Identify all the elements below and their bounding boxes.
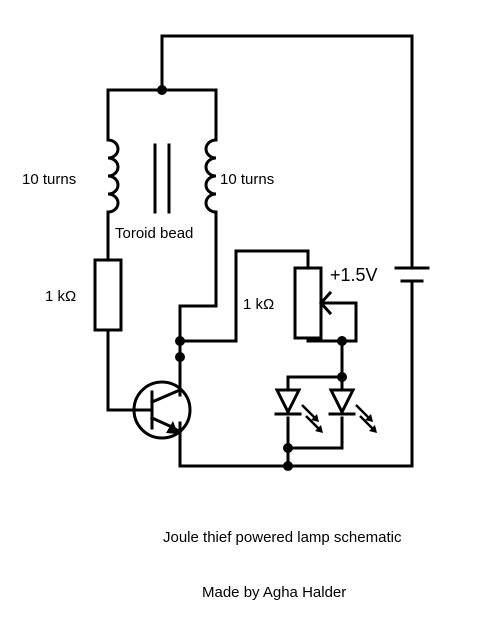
wire-wiper-loop (328, 301, 358, 343)
core-label: Toroid bead (115, 225, 193, 242)
pot-wiper-arrow (318, 290, 333, 316)
npn-transistor (132, 379, 192, 440)
base-resistor-label: 1 kΩ (45, 288, 76, 305)
right-coil (204, 138, 218, 214)
wire-top-to-battery (160, 34, 414, 468)
left-coil (96, 138, 120, 214)
base-resistor (93, 258, 123, 332)
led-right (328, 388, 377, 433)
left-coil-label: 10 turns (22, 171, 76, 188)
schematic-title: Joule thief powered lamp schematic (163, 529, 402, 546)
wire-resistor-to-base (106, 328, 138, 412)
battery-symbol (394, 266, 430, 283)
toroid-core (153, 143, 171, 214)
emitter-arrow (166, 421, 178, 434)
wire-coil-top-bus (106, 88, 218, 142)
wire-led-bottom-bus (286, 416, 344, 468)
junction-dots (157, 85, 347, 471)
pot-label: 1 kΩ (243, 296, 274, 313)
led-left (274, 388, 323, 433)
right-coil-label: 10 turns (220, 171, 274, 188)
wire-right-coil-to-collector (178, 210, 218, 397)
battery-label: +1.5V (330, 265, 378, 285)
author-credit: Made by Agha Halder (202, 584, 347, 601)
wire-collector-to-led-branch (178, 249, 310, 343)
wire-led-top-bus (286, 339, 344, 379)
wires (106, 34, 414, 468)
potentiometer (293, 266, 333, 340)
